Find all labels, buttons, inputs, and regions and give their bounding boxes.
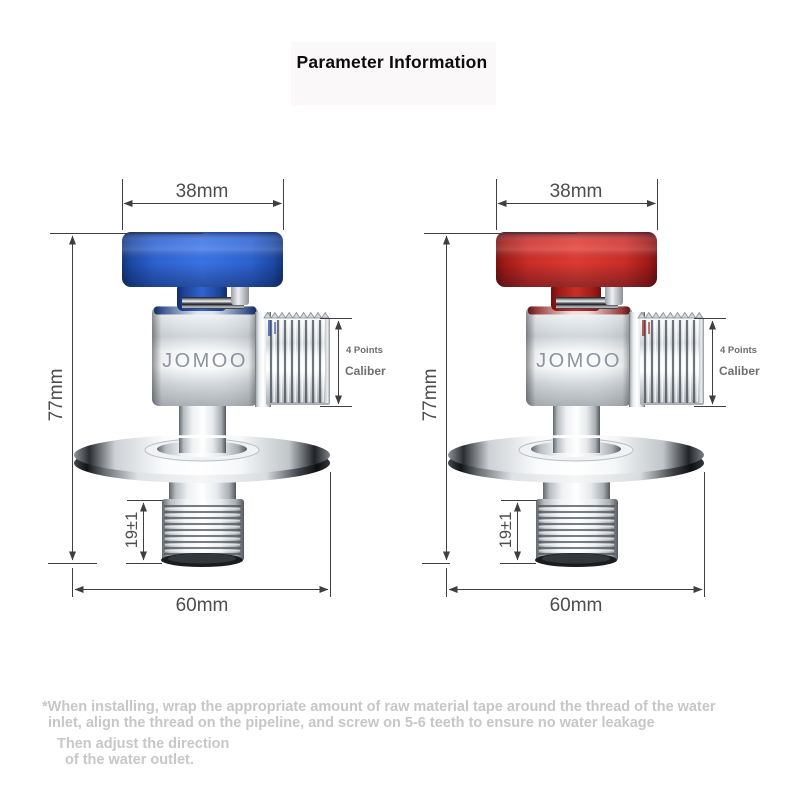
- dim-inlet-label: 19±1: [497, 512, 515, 549]
- dim-height-label: 77mm: [420, 369, 441, 422]
- body-edge-shade: [152, 306, 258, 406]
- valve-figure-red: JOMOO 38mm: [420, 179, 760, 616]
- dim-base-label: 60mm: [550, 595, 603, 616]
- valve-figure-blue: JOMOO: [46, 179, 386, 616]
- inlet-end-cap-inner: [168, 553, 236, 564]
- installation-note-line1: *When installing, wrap the appropriate a…: [42, 699, 716, 715]
- background-patch: [291, 42, 496, 105]
- thread-accent-mark: [648, 322, 650, 334]
- caliber-label-line2: Caliber: [345, 364, 386, 378]
- handle-stop-tab: [231, 284, 249, 305]
- thread-crest-zigzag: [637, 311, 704, 319]
- adjust-note-line2: of the water outlet.: [65, 751, 194, 768]
- caliber-label-line1: 4 Points: [346, 345, 383, 356]
- dim-height-label: 77mm: [46, 369, 67, 422]
- thread-accent-mark: [268, 320, 271, 336]
- thread-crest-zigzag: [263, 311, 330, 319]
- installation-note: *When installing, wrap the appropriate a…: [42, 699, 716, 731]
- thread-accent-mark: [642, 320, 645, 336]
- adjust-note: Then adjust the direction of the water o…: [57, 736, 230, 768]
- thread-accent-mark: [274, 322, 276, 334]
- dim-width-label: 38mm: [550, 181, 603, 202]
- caliber-label-line1: 4 Points: [720, 345, 757, 356]
- handle-stop-tab: [605, 284, 623, 305]
- body-edge-shade: [526, 306, 632, 406]
- outlet-end-cap: [699, 319, 704, 403]
- jomoo-logo-text: JOMOO: [536, 350, 622, 372]
- page-title: Parameter Information: [296, 52, 488, 72]
- handle-shading: [122, 232, 283, 287]
- inlet-thread-highlights: [165, 508, 240, 552]
- dim-inlet-label: 19±1: [123, 512, 141, 549]
- outlet-thread-highlights: [647, 321, 699, 402]
- dimension-lines: [48, 179, 352, 597]
- outlet-thread-highlights: [273, 321, 325, 402]
- handle-shading: [496, 232, 657, 287]
- outlet-thread-ridges: [643, 320, 696, 403]
- dimension-lines: [422, 179, 726, 597]
- inlet-thread-ridges: [538, 505, 615, 555]
- neck-front: [179, 438, 226, 453]
- packing-nut: [182, 297, 244, 309]
- neck-front: [553, 438, 600, 453]
- outlet-end-cap: [325, 319, 330, 403]
- inlet-thread-highlights: [539, 508, 614, 552]
- adjust-note-line1: Then adjust the direction: [57, 736, 230, 752]
- installation-note-line2: inlet, align the thread on the pipeline,…: [48, 714, 655, 731]
- jomoo-logo-text: JOMOO: [162, 350, 248, 372]
- inlet-end-cap-inner: [542, 553, 610, 564]
- packing-nut: [556, 297, 618, 309]
- caliber-label-line2: Caliber: [719, 364, 760, 378]
- dim-base-label: 60mm: [176, 595, 229, 616]
- dim-width-label: 38mm: [176, 181, 229, 202]
